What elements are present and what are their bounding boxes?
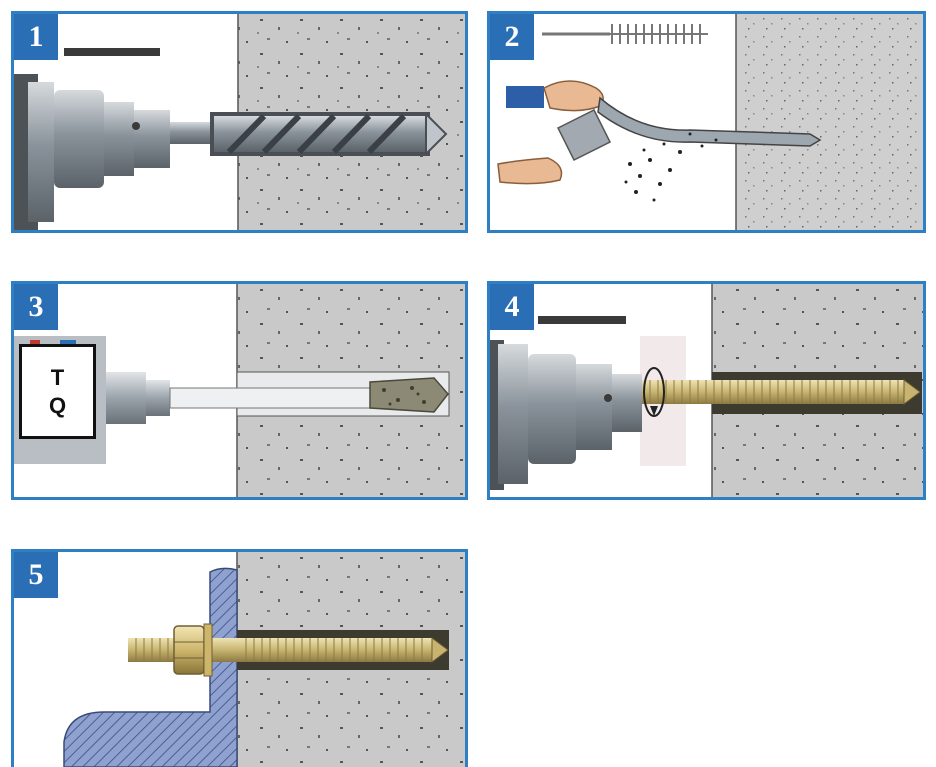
step-4-panel: 4: [487, 281, 926, 500]
step-2-badge: 2: [490, 14, 534, 60]
dispenser-label-line2: Q: [48, 392, 67, 418]
depth-gauge-bar: [64, 48, 160, 56]
drill-hole-scene: [14, 14, 465, 230]
dispenser-label-line1: T: [50, 364, 65, 390]
resin-fill: [369, 377, 449, 413]
rotation-arrow-icon: [643, 367, 665, 417]
nut-icon: [173, 625, 205, 675]
step-3-panel: 3: [11, 281, 468, 500]
step-2-panel: 2: [487, 11, 926, 233]
washer: [203, 623, 213, 677]
injection-scene: [14, 284, 465, 497]
step-5-panel: 5: [11, 549, 468, 767]
dispenser-label: T Q: [19, 344, 96, 439]
step-3-badge: 3: [14, 284, 58, 330]
step-4-badge: 4: [490, 284, 534, 330]
depth-gauge-bar: [538, 316, 626, 324]
cleaning-scene: [497, 14, 923, 230]
drill-bit-icon: [170, 111, 448, 157]
rod-insertion-scene: [490, 284, 923, 497]
blower-pump-icon: [497, 80, 822, 185]
step-1-panel: 1: [11, 11, 468, 233]
anchor-rod-icon: [642, 379, 921, 405]
concrete-wall: [736, 14, 923, 230]
drill-icon: [14, 74, 170, 230]
step-1-badge: 1: [14, 14, 58, 60]
drill-icon: [490, 340, 642, 490]
bracket-icon: [63, 567, 238, 767]
fixing-scene: [63, 552, 465, 767]
step-5-badge: 5: [14, 552, 58, 598]
cleaning-brush-icon: [542, 24, 708, 44]
dust-particles: [624, 132, 718, 202]
